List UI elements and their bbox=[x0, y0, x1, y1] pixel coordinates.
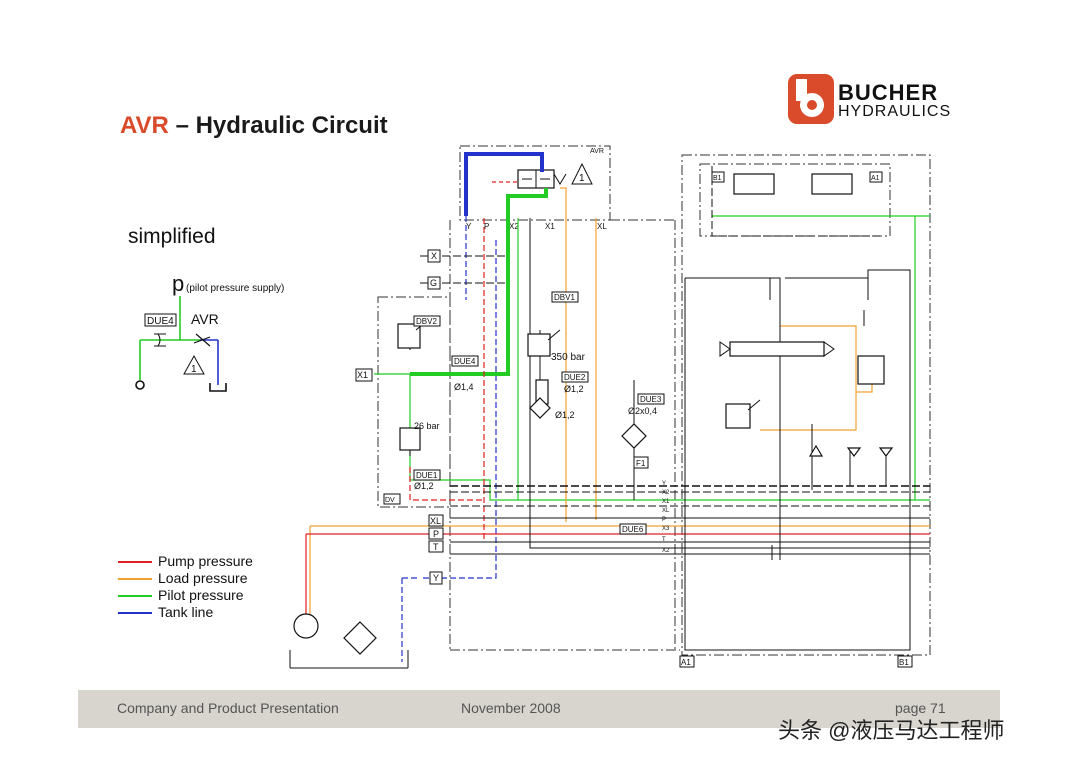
simplified-p-label: p bbox=[172, 271, 184, 296]
b1-label: B1 bbox=[713, 175, 722, 182]
dbv-26bar-valve bbox=[399, 427, 421, 451]
bucher-logo-icon bbox=[788, 74, 834, 124]
footer-company: Company and Product Presentation bbox=[117, 700, 339, 716]
bus-label-0: Y bbox=[662, 481, 666, 487]
block-y-label: Y bbox=[433, 573, 439, 583]
footer-bar bbox=[78, 690, 1000, 728]
bus-label-1: X2 bbox=[662, 490, 670, 496]
legend-swatch bbox=[118, 561, 152, 564]
pressure-valve bbox=[725, 403, 751, 429]
dbv2-valve bbox=[397, 323, 421, 349]
block-dv-label: DV bbox=[385, 497, 395, 504]
port-y: Y bbox=[466, 222, 472, 231]
tank-line-dashed bbox=[420, 216, 497, 579]
dv-b1-valve bbox=[733, 173, 775, 195]
legend-item-load-pressure: Load pressure bbox=[118, 570, 248, 587]
port-xl: XL bbox=[597, 222, 607, 231]
dv-a1-valve bbox=[811, 173, 853, 195]
avr-housing bbox=[459, 145, 611, 221]
dbv1-bar-label: 350 bar bbox=[551, 352, 586, 363]
top-ports: Y P X2 X1 XL bbox=[466, 222, 607, 231]
bottom-a1-label: A1 bbox=[681, 658, 691, 667]
orifice-diameter: Ø1,2 bbox=[555, 410, 575, 420]
logo-word-bucher: BUCHER bbox=[838, 80, 939, 105]
due3-diameter: Ø2x0,4 bbox=[628, 406, 657, 416]
block-x1-label: X1 bbox=[357, 370, 368, 380]
directional-valve-housing bbox=[699, 163, 891, 237]
simplified-avr-label: AVR bbox=[191, 311, 219, 327]
due4-label: DUE4 bbox=[454, 357, 476, 366]
filter-f1 bbox=[621, 423, 647, 449]
avr-box-label: AVR bbox=[590, 148, 604, 155]
legend-item-tank-line: Tank line bbox=[118, 604, 213, 621]
simplified-circuit: p (pilot pressure supply) DUE4 AVR 1 bbox=[135, 271, 284, 392]
block-t-label: T bbox=[433, 542, 439, 552]
dbv2-bar-label: 26 bar bbox=[414, 421, 440, 431]
bus-label-6: T bbox=[662, 537, 666, 543]
right-housing bbox=[681, 154, 931, 656]
due3-label: DUE3 bbox=[640, 395, 662, 404]
due2-label: DUE2 bbox=[564, 373, 586, 382]
slide-title: AVR – Hydraulic Circuit bbox=[120, 112, 388, 140]
pilot-line-thick bbox=[410, 188, 548, 376]
legend-swatch bbox=[118, 578, 152, 581]
port-x2: X2 bbox=[509, 222, 519, 231]
due4-diameter: Ø1,4 bbox=[454, 382, 474, 392]
due2-diameter: Ø1,2 bbox=[564, 384, 584, 394]
port-x1: X1 bbox=[545, 222, 555, 231]
simplified-due4-label: DUE4 bbox=[147, 316, 174, 327]
block-p-label: P bbox=[433, 529, 439, 539]
block-xl-label: XL bbox=[430, 516, 441, 526]
legend-item-pump-pressure: Pump pressure bbox=[118, 553, 253, 570]
tank-line-thick bbox=[464, 152, 544, 216]
bottom-b1-label: B1 bbox=[899, 658, 909, 667]
bus-label-3: XL bbox=[662, 508, 670, 514]
logo-word-hydraulics: HYDRAULICS bbox=[838, 103, 952, 120]
simplified-p-desc: (pilot pressure supply) bbox=[186, 283, 284, 294]
bus-label-5: X3 bbox=[662, 526, 670, 532]
main-spool bbox=[729, 341, 825, 357]
avr-warning-number: 1 bbox=[579, 173, 585, 184]
left-subhousing bbox=[377, 296, 451, 508]
due1-label: DUE1 bbox=[416, 471, 438, 480]
bus-label-2: X1 bbox=[662, 499, 670, 505]
due1-diameter: Ø1,2 bbox=[414, 481, 434, 491]
legend-item-pilot-pressure: Pilot pressure bbox=[118, 587, 244, 604]
shuttle-valve bbox=[857, 355, 885, 385]
bus-label-7: X2 bbox=[662, 548, 670, 554]
footer-date: November 2008 bbox=[461, 700, 561, 716]
block-g-label: G bbox=[430, 278, 437, 288]
dbv2-label: DBV2 bbox=[416, 317, 437, 326]
avr-valve: 1 AVR bbox=[517, 148, 604, 189]
hydraulic-diagram: p (pilot pressure supply) DUE4 AVR 1 1 bbox=[135, 145, 931, 669]
due-side-label: DUE6 bbox=[622, 525, 644, 534]
block-x-label: X bbox=[431, 251, 437, 261]
pump-icon bbox=[293, 613, 319, 639]
title-rest: – Hydraulic Circuit bbox=[175, 112, 388, 139]
bus-label-4: P bbox=[662, 517, 666, 523]
simplified-warning-number: 1 bbox=[191, 364, 197, 375]
port-p: P bbox=[484, 222, 489, 231]
dbv1-valve bbox=[527, 333, 551, 357]
watermark: 头条 @液压马达工程师 bbox=[778, 718, 1005, 743]
title-avr: AVR bbox=[120, 112, 169, 139]
legend-swatch bbox=[118, 612, 152, 615]
filter-bottom bbox=[343, 621, 377, 655]
dbv1-label: DBV1 bbox=[554, 293, 575, 302]
footer-page: page 71 bbox=[895, 700, 946, 716]
legend-swatch bbox=[118, 595, 152, 598]
subtitle: simplified bbox=[128, 225, 216, 248]
a1-label: A1 bbox=[871, 175, 880, 182]
filter-label: F1 bbox=[636, 459, 646, 468]
